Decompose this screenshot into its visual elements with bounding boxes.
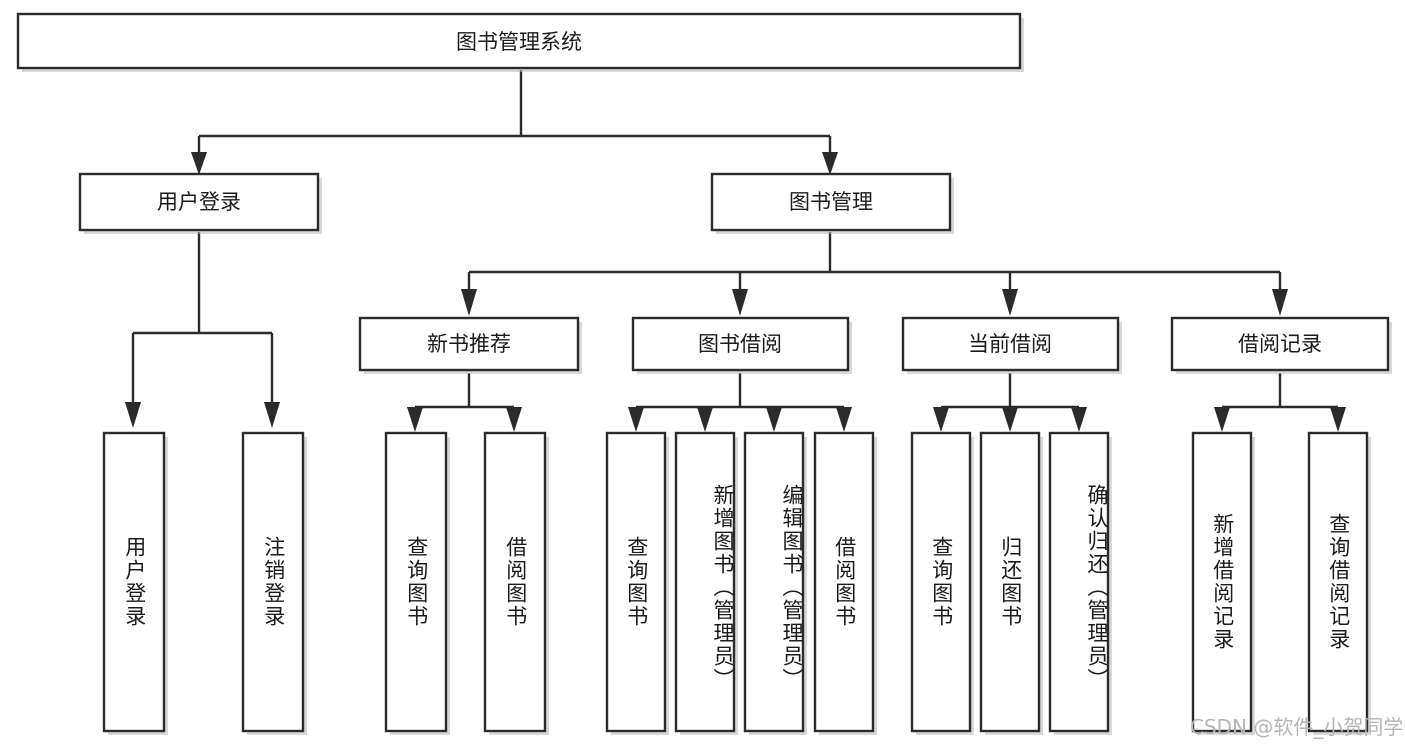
arrowhead-leaf-query-book-3 [933, 407, 949, 432]
leaf-borrow-book-2-box[interactable] [813, 431, 875, 733]
leaf-confirm-return-box[interactable] [1048, 431, 1110, 733]
arrowhead-leaf-add-record [1214, 407, 1230, 432]
arrowhead-book-manage [822, 152, 838, 175]
connector-layer [125, 70, 1346, 432]
node-book-manage-box [710, 172, 952, 232]
node-root[interactable]: 图书管理系统 [16, 12, 1024, 72]
node-borrow-record-box [1170, 316, 1390, 372]
leaf-return-book-box[interactable] [979, 431, 1041, 733]
arrowhead-leaf-query-book-1 [407, 407, 423, 432]
arrowhead-leaf-borrow-book-2 [836, 407, 852, 432]
arrowhead-book-borrow [732, 289, 748, 316]
node-book-borrow-box [631, 316, 850, 372]
node-book-borrow-label: 图书借阅 [698, 332, 782, 356]
arrowhead-current-borrow [1002, 289, 1018, 316]
node-user-login[interactable]: 用户登录 [78, 172, 322, 234]
node-root-box [16, 12, 1022, 70]
node-user-login-label: 用户登录 [157, 190, 241, 214]
arrowhead-leaf-query-book-2 [628, 407, 644, 432]
node-current-borrow-box [901, 316, 1120, 372]
arrowhead-leaf-edit-book [766, 407, 782, 432]
arrowhead-leaf-add-book [697, 407, 713, 432]
arrowhead-new-book-recommend [461, 289, 477, 316]
leaf-query-record-box[interactable] [1307, 431, 1369, 733]
arrowhead-leaf-query-record [1330, 407, 1346, 432]
leaf-add-record-box[interactable] [1191, 431, 1253, 733]
leaf-add-book-box[interactable] [674, 431, 736, 733]
node-borrow-record[interactable]: 借阅记录 [1170, 316, 1392, 374]
leaf-user-login-box[interactable] [102, 431, 166, 733]
arrowhead-user-login [191, 152, 207, 175]
leaf-query-book-2-box[interactable] [605, 431, 667, 733]
arrowhead-leaf-user-login [125, 402, 141, 428]
node-current-borrow-label: 当前借阅 [968, 332, 1052, 356]
node-book-manage-label: 图书管理 [789, 190, 873, 214]
node-book-manage[interactable]: 图书管理 [710, 172, 954, 234]
node-book-borrow[interactable]: 图书借阅 [631, 316, 852, 374]
leaf-borrow-book-1-box[interactable] [483, 431, 547, 733]
node-new-book-recommend-label: 新书推荐 [427, 332, 511, 356]
arrowhead-leaf-return-book [1002, 407, 1018, 432]
arrowhead-borrow-record [1272, 289, 1288, 316]
node-borrow-record-label: 借阅记录 [1238, 332, 1322, 356]
arrowhead-leaf-confirm-return [1071, 407, 1087, 432]
leaf-query-book-1-box[interactable] [384, 431, 448, 733]
csdn-watermark: CSDN @软件_小贺同学 [1190, 715, 1403, 739]
node-new-book-recommend-box [358, 316, 580, 372]
leaf-box-layer [102, 431, 1371, 735]
node-new-book-recommend[interactable]: 新书推荐 [358, 316, 582, 374]
node-root-label: 图书管理系统 [456, 30, 582, 54]
arrowhead-leaf-logout [264, 402, 280, 428]
leaf-logout-box[interactable] [241, 431, 305, 733]
arrowhead-leaf-borrow-book-1 [506, 407, 522, 432]
node-current-borrow[interactable]: 当前借阅 [901, 316, 1122, 374]
leaf-query-book-3-box[interactable] [910, 431, 972, 733]
node-user-login-box [78, 172, 320, 232]
leaf-edit-book-box[interactable] [743, 431, 805, 733]
